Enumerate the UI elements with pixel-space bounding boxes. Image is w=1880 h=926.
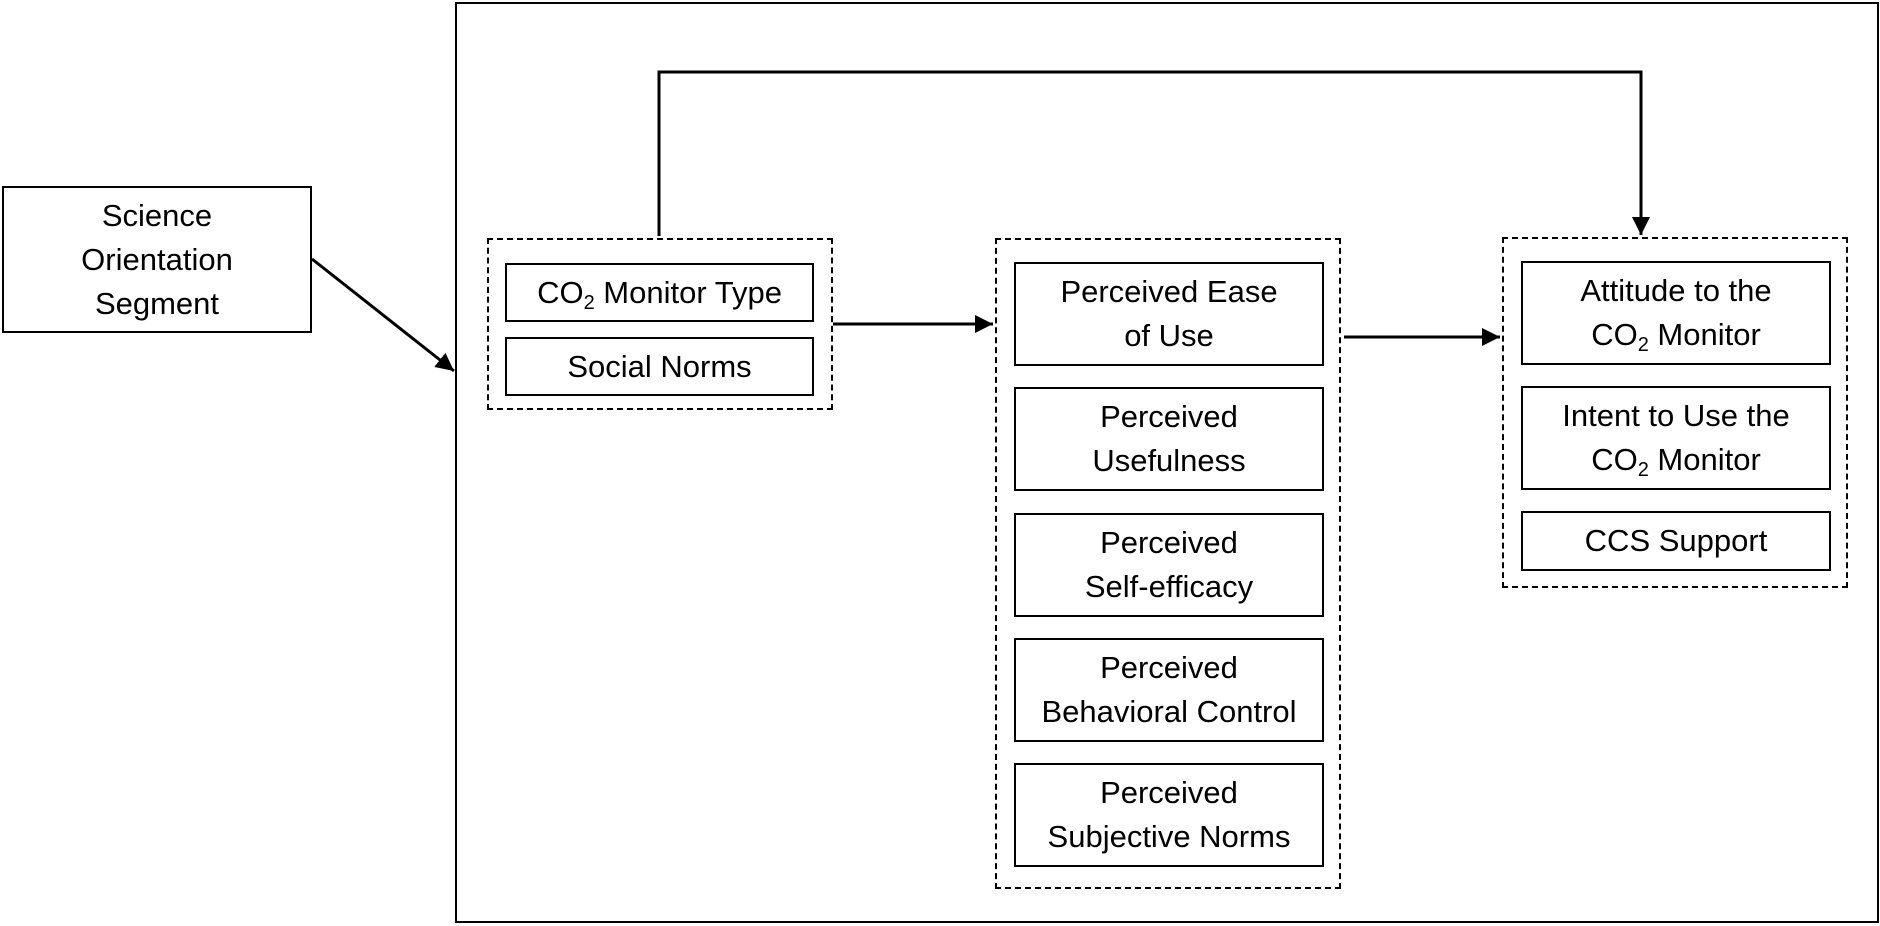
co2-monitor-type-label: CO2 Monitor Type — [537, 271, 782, 315]
perceived-self-efficacy-box: Perceived Self-efficacy — [1014, 513, 1324, 617]
perceived-subjective-norms-label: Perceived Subjective Norms — [1047, 775, 1291, 854]
science-orientation-segment-label: Science Orientation Segment — [81, 197, 233, 321]
antecedents-to-outcomes-arrow — [657, 70, 1650, 236]
attitude-line1: Attitude to the — [1580, 273, 1772, 308]
perceived-ease-of-use-box: Perceived Ease of Use — [1014, 262, 1324, 366]
antecedents-group — [487, 238, 833, 410]
intent-post: Monitor — [1648, 442, 1761, 477]
co2-monitor-type-pre: CO — [537, 274, 584, 310]
co2-monitor-type-box: CO2 Monitor Type — [505, 263, 814, 322]
ccs-support-box: CCS Support — [1521, 511, 1831, 571]
outcomes-group — [1502, 237, 1848, 588]
perceived-self-efficacy-label: Perceived Self-efficacy — [1084, 525, 1254, 604]
social-norms-box: Social Norms — [505, 337, 814, 396]
perceived-behavioral-control-label: Perceived Behavioral Control — [1041, 650, 1297, 729]
intent-line1: Intent to Use the — [1562, 398, 1790, 433]
science-orientation-segment-box: Science Orientation Segment — [2, 186, 312, 333]
attitude-pre: CO — [1591, 317, 1638, 352]
co2-monitor-type-post: Monitor Type — [594, 274, 782, 310]
perceived-usefulness-box: Perceived Usefulness — [1014, 387, 1324, 491]
perceived-subjective-norms-box: Perceived Subjective Norms — [1014, 763, 1324, 867]
co2-monitor-type-sub: 2 — [583, 291, 595, 314]
social-norms-label: Social Norms — [567, 348, 752, 384]
intent-pre: CO — [1591, 442, 1638, 477]
attitude-post: Monitor — [1648, 317, 1761, 352]
perceptions-group — [995, 238, 1341, 889]
perceived-usefulness-label: Perceived Usefulness — [1092, 399, 1246, 478]
perceived-behavioral-control-box: Perceived Behavioral Control — [1014, 638, 1324, 742]
intent-sub: 2 — [1637, 459, 1649, 481]
source-to-frame-arrow — [311, 257, 455, 373]
model-frame — [455, 2, 1879, 923]
perceived-ease-of-use-label: Perceived Ease of Use — [1060, 274, 1278, 353]
ccs-support-label: CCS Support — [1584, 523, 1768, 558]
attitude-sub: 2 — [1637, 334, 1649, 356]
